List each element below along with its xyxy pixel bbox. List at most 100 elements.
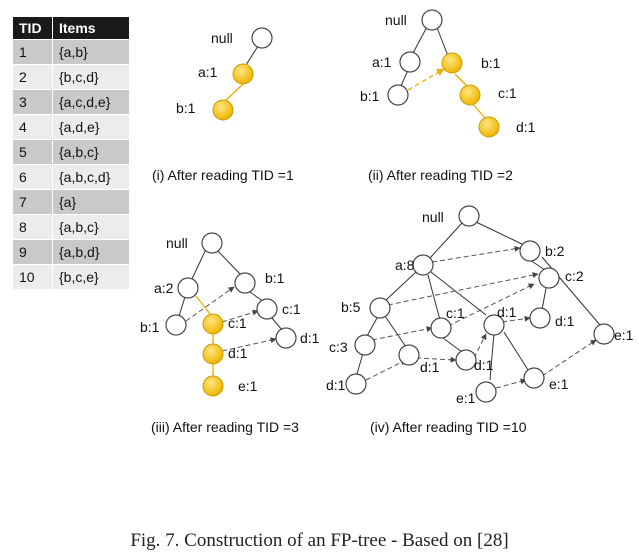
node-label: b:1 <box>140 319 160 335</box>
tree-node <box>369 297 391 319</box>
edge <box>435 24 449 57</box>
panel-caption: (iii) After reading TID =3 <box>151 419 299 435</box>
tid-cell: 10 <box>12 264 53 290</box>
root-label: null <box>422 209 444 225</box>
edge <box>541 287 547 311</box>
items-cell: {b,c,d} <box>52 64 130 90</box>
tree-node <box>165 314 187 336</box>
edge <box>215 248 242 276</box>
tid-cell: 1 <box>12 39 53 65</box>
edge <box>366 317 378 337</box>
fp-tree-diagrams: null a:1 b:1 (i) After reading TID =1 nu… <box>140 9 634 435</box>
items-cell: {a,b,c,d} <box>52 164 130 190</box>
node-label: a:8 <box>395 257 415 273</box>
transaction-table: TID Items 1{a,b} 2{b,c,d} 3{a,c,d,e} 4{a… <box>12 16 130 290</box>
tree-node <box>345 373 367 395</box>
node-label: b:1 <box>481 55 501 71</box>
tree-node <box>399 51 421 73</box>
node-label: b:5 <box>341 299 361 315</box>
edge <box>191 248 207 280</box>
node-link <box>431 245 521 263</box>
node-link <box>415 356 457 363</box>
tree-node <box>398 344 420 366</box>
edge <box>489 332 495 381</box>
node-label: b:1 <box>360 88 380 104</box>
node-link <box>541 339 597 377</box>
edge <box>442 337 463 353</box>
tree-node <box>459 84 481 106</box>
node-label: c:1 <box>228 315 247 331</box>
tree-node <box>202 375 224 397</box>
node-label: e:1 <box>456 390 476 406</box>
items-cell: {a,b} <box>52 39 130 65</box>
node-label: b:1 <box>265 270 285 286</box>
node-link <box>473 333 487 359</box>
edge <box>430 271 487 316</box>
panel-4-tree: null a:8 b:2 c:2 b:5 c:1 d:1 d:1 c:3 d:1… <box>326 205 634 435</box>
table-row: 5{a,b,c} <box>12 139 130 165</box>
table-row: 6{a,b,c,d} <box>12 164 130 190</box>
node-label: e:1 <box>614 327 634 343</box>
node-label: e:1 <box>238 378 258 394</box>
tree-node <box>519 240 541 262</box>
tid-cell: 5 <box>12 139 53 165</box>
tree-node <box>412 254 434 276</box>
node-label: b:2 <box>545 243 565 259</box>
edge <box>475 221 527 247</box>
root-label: null <box>385 12 407 28</box>
node-label: d:1 <box>326 377 346 393</box>
panel-caption: (iv) After reading TID =10 <box>370 419 527 435</box>
node-link <box>221 309 259 323</box>
edge <box>454 73 468 87</box>
node-label: d:1 <box>516 119 536 135</box>
tree-node <box>275 327 297 349</box>
node-link <box>495 378 527 389</box>
tree-node <box>455 349 477 371</box>
edge <box>195 295 211 315</box>
tid-cell: 3 <box>12 89 53 115</box>
items-cell: {b,c,e} <box>52 264 130 290</box>
tree-node <box>354 334 376 356</box>
node-link <box>185 286 235 322</box>
tree-node <box>529 307 551 329</box>
node-label: c:3 <box>329 339 348 355</box>
table-row: 10{b,c,e} <box>12 264 130 290</box>
node-label: c:1 <box>498 85 517 101</box>
root-node <box>458 205 480 227</box>
node-label: c:1 <box>282 301 301 317</box>
items-cell: {a,b,d} <box>52 239 130 265</box>
panel-2-tree: null a:1 b:1 b:1 c:1 d:1 (ii) After read… <box>360 9 536 183</box>
tid-cell: 4 <box>12 114 53 140</box>
tree-node <box>234 272 256 294</box>
tid-cell: 6 <box>12 164 53 190</box>
node-link <box>387 272 539 306</box>
tree-node <box>212 99 234 121</box>
node-label: d:1 <box>300 330 320 346</box>
node-link <box>221 337 277 352</box>
tree-node <box>475 381 497 403</box>
table-row: 2{b,c,d} <box>12 64 130 90</box>
node-link <box>365 359 407 381</box>
node-label: a:2 <box>154 280 174 296</box>
edge <box>271 317 283 331</box>
node-label: d:1 <box>497 304 517 320</box>
tree-node <box>523 367 545 389</box>
table-row: 9{a,b,d} <box>12 239 130 265</box>
tree-node <box>538 267 560 289</box>
edge <box>400 69 409 87</box>
edge <box>427 274 441 321</box>
tree-node <box>177 277 199 299</box>
node-link <box>371 326 433 341</box>
node-label: b:1 <box>176 100 196 116</box>
panel-3-tree: null a:2 b:1 b:1 c:1 c:1 d:1 d:1 e:1 (ii… <box>140 232 320 435</box>
root-label: null <box>211 30 233 46</box>
tree-node <box>483 314 505 336</box>
tree-node <box>593 323 615 345</box>
node-label: e:1 <box>549 376 569 392</box>
panel-1-tree: null a:1 b:1 (i) After reading TID =1 <box>152 27 294 183</box>
tree-node <box>202 313 224 335</box>
root-node <box>201 232 223 254</box>
tree-node <box>430 317 452 339</box>
panel-caption: (i) After reading TID =1 <box>152 167 294 183</box>
node-label: a:1 <box>372 54 392 70</box>
